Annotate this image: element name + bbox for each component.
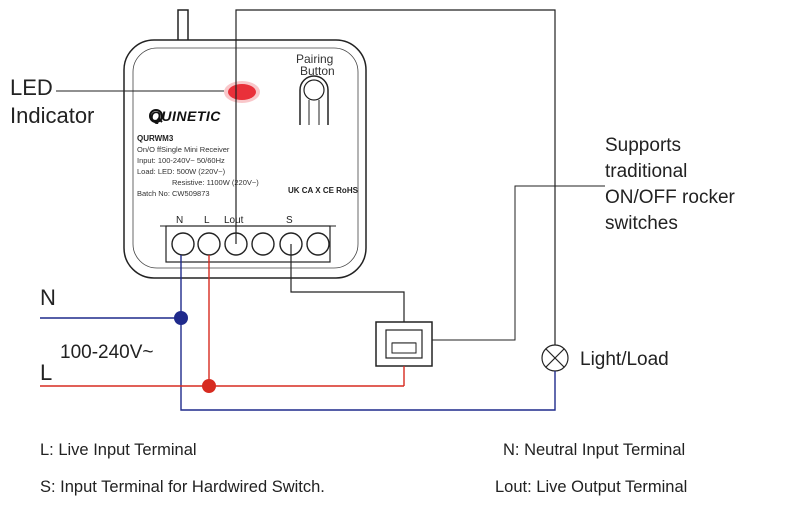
terminal-label-s: S: [286, 215, 293, 226]
load-return-wire: [180, 318, 556, 411]
legend-s: S: Input Terminal for Hardwired Switch.: [40, 478, 325, 496]
pairing-label-2: Button: [300, 64, 335, 78]
batch-text: Batch No: CW509873: [137, 189, 210, 198]
legend-n: N: Neutral Input Terminal: [503, 441, 685, 459]
pairing-label-1: Pairing: [296, 52, 333, 66]
cert-marks: UK CA X CE RoHS: [288, 186, 359, 195]
input-text: Input: 100-240V~ 50/60Hz: [137, 156, 225, 165]
supports-label-2: traditional: [605, 161, 687, 182]
terminal-label-n: N: [176, 215, 183, 226]
screw-1: [171, 232, 195, 256]
receiver-body-inner: [132, 47, 359, 269]
load-led-text: Load: LED: 500W (220V~): [137, 167, 226, 176]
terminal-label-lout: Lout: [224, 215, 244, 226]
neutral-junction: [174, 311, 188, 325]
lout-wire: [235, 9, 556, 345]
model-text: QURWM3: [137, 134, 174, 143]
supports-label-3: ON/OFF rocker: [605, 187, 736, 208]
live-label: L: [40, 360, 52, 385]
led-label-2: Indicator: [10, 103, 94, 128]
screw-4: [251, 232, 275, 256]
led-indicator: [228, 84, 256, 100]
rocker-switch-lower: [391, 342, 417, 354]
neutral-label: N: [40, 285, 56, 310]
light-load-x2: [545, 348, 565, 368]
brand-text: QUINETIC: [150, 108, 221, 124]
desc-text: On/O ffSingle Mini Receiver: [137, 145, 230, 154]
legend-lout: Lout: Live Output Terminal: [495, 478, 687, 496]
legend-l: L: Live Input Terminal: [40, 441, 197, 459]
screw-6: [306, 232, 330, 256]
pairing-button-cap[interactable]: [303, 79, 325, 101]
led-label-1: LED: [10, 75, 53, 100]
supports-label-4: switches: [605, 213, 678, 234]
live-junction: [202, 379, 216, 393]
quinetic-logo: QUINETIC: [149, 108, 221, 124]
light-load-label: Light/Load: [580, 349, 669, 370]
switch-callout-line: [432, 185, 605, 341]
load-res-text: Resistive: 1100W (220V~): [172, 178, 259, 187]
led-glow: [224, 81, 260, 103]
supports-label-1: Supports: [605, 135, 681, 156]
terminal-label-l: L: [204, 215, 210, 226]
voltage-label: 100-240V~: [60, 342, 154, 363]
screw-2: [197, 232, 221, 256]
s-wire: [290, 244, 405, 322]
